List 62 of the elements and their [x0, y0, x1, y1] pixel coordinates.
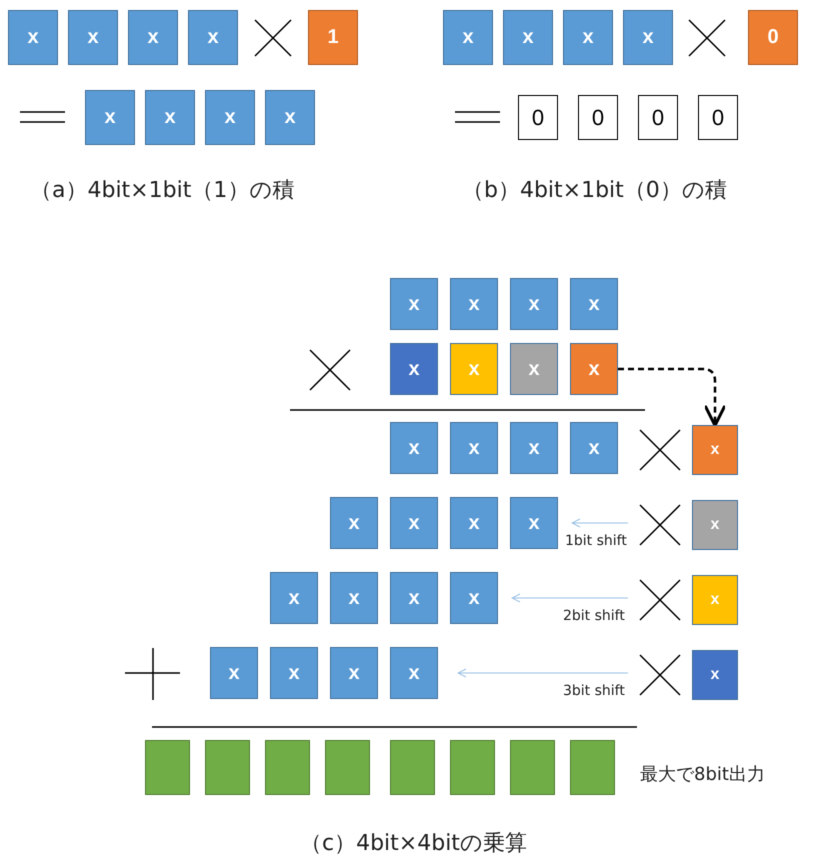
- caption: （a）4bit×1bit（1）の積: [30, 177, 294, 205]
- shift-label: 2bit shift: [563, 608, 625, 624]
- bit-box: x: [390, 343, 438, 395]
- output-note: 最大で8bit出力: [640, 763, 765, 786]
- bit-box: x: [390, 422, 438, 474]
- bit-box: x: [450, 497, 498, 549]
- bit-box: x: [390, 647, 438, 699]
- bit-box: x: [570, 343, 618, 395]
- caption: （b）4bit×1bit（0）の積: [462, 177, 727, 205]
- bit-box: x: [450, 572, 498, 624]
- bit-box: x: [265, 90, 315, 145]
- bit-box: x: [210, 647, 258, 699]
- bit-box: x: [128, 10, 178, 65]
- bit-box: x: [68, 10, 118, 65]
- bit-box: x: [188, 10, 238, 65]
- bit-box: x: [8, 10, 58, 65]
- output-bit-box: [570, 740, 615, 795]
- bit-box: 1: [308, 10, 358, 65]
- bit-box: x: [510, 343, 558, 395]
- bit-box: x: [450, 343, 498, 395]
- caption: （c）4bit×4bitの乗算: [300, 830, 527, 858]
- bit-box: x: [330, 647, 378, 699]
- output-bit-box: [390, 740, 435, 795]
- bit-box: 0: [698, 95, 738, 140]
- bit-box: x: [450, 278, 498, 330]
- output-bit-box: [450, 740, 495, 795]
- bit-box: x: [205, 90, 255, 145]
- bit-box: 0: [518, 95, 558, 140]
- bit-box: x: [692, 575, 738, 625]
- arrow: [618, 368, 726, 427]
- output-bit-box: [510, 740, 555, 795]
- bit-box: 0: [578, 95, 618, 140]
- bit-box: 0: [638, 95, 678, 140]
- bit-box: x: [390, 278, 438, 330]
- bit-box: x: [390, 572, 438, 624]
- shift-label: 3bit shift: [563, 683, 625, 699]
- bit-box: x: [510, 497, 558, 549]
- bit-box: x: [270, 647, 318, 699]
- bit-box: x: [563, 10, 613, 65]
- bit-box: x: [570, 278, 618, 330]
- bit-box: x: [570, 422, 618, 474]
- bit-box: x: [330, 572, 378, 624]
- bit-box: x: [692, 425, 738, 475]
- output-bit-box: [265, 740, 310, 795]
- bit-box: x: [390, 497, 438, 549]
- bit-box: x: [692, 650, 738, 700]
- bit-box: x: [443, 10, 493, 65]
- bit-box: x: [510, 422, 558, 474]
- shift-label: 1bit shift: [565, 533, 627, 549]
- bit-box: x: [330, 497, 378, 549]
- bit-box: 0: [748, 10, 798, 65]
- bit-box: x: [692, 500, 738, 550]
- output-bit-box: [325, 740, 370, 795]
- bit-box: x: [503, 10, 553, 65]
- bit-box: x: [510, 278, 558, 330]
- bit-box: x: [145, 90, 195, 145]
- bit-box: x: [270, 572, 318, 624]
- bit-box: x: [450, 422, 498, 474]
- output-bit-box: [205, 740, 250, 795]
- output-bit-box: [145, 740, 190, 795]
- bit-box: x: [85, 90, 135, 145]
- bit-box: x: [623, 10, 673, 65]
